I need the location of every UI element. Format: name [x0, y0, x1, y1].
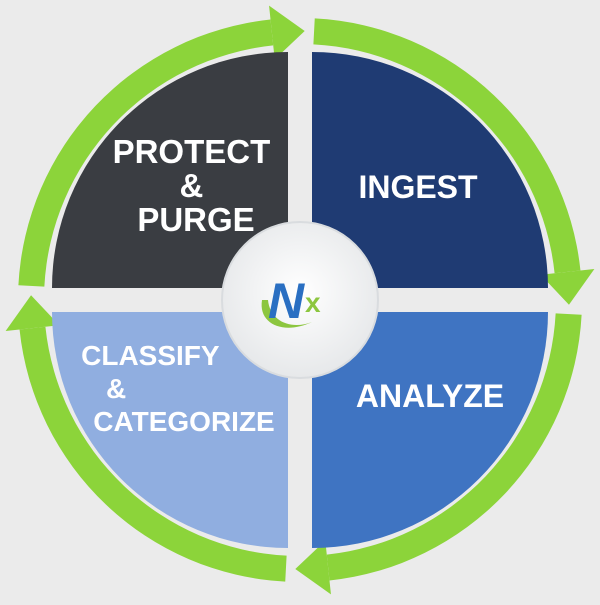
label-ingest: INGEST [358, 169, 478, 205]
logo-x-glyph: x [305, 287, 321, 318]
ring-arrow-classify-band [19, 326, 287, 582]
quadrant-protect-purge [52, 52, 288, 288]
center-circle [221, 221, 379, 379]
ring-arrow-protect-band [18, 19, 274, 287]
analyze-line-1: ANALYZE [356, 378, 504, 414]
ring-arrow-protect-head-icon [269, 5, 305, 60]
label-classify-categorize: CLASSIFY & CATEGORIZE [81, 340, 275, 437]
cycle-ring [5, 5, 595, 595]
ring-arrow-analyze-band [326, 313, 582, 581]
nx-logo: N x [261, 273, 321, 329]
ring-arrow-ingest-head-icon [540, 269, 595, 305]
protect-line-2: & [179, 167, 203, 204]
ring-arrow-classify-head-icon [5, 295, 60, 331]
label-protect-purge: PROTECT & PURGE [113, 133, 280, 238]
classify-line-3: CATEGORIZE [93, 406, 274, 437]
label-analyze: ANALYZE [356, 378, 504, 414]
ingest-line-1: INGEST [358, 169, 478, 205]
quadrant-analyze [312, 312, 548, 548]
ring-arrow-analyze-head-icon [295, 540, 331, 595]
quadrant-classify-categorize [52, 312, 288, 548]
protect-line-1: PROTECT [113, 133, 271, 170]
protect-line-3: PURGE [137, 201, 254, 238]
ring-arrow-ingest-band [313, 18, 581, 274]
classify-line-1: CLASSIFY [81, 340, 220, 371]
logo-n-glyph: N [268, 273, 305, 329]
classify-line-2: & [106, 373, 126, 404]
quadrant-ingest [312, 52, 548, 288]
logo-swoosh-icon [261, 300, 312, 328]
